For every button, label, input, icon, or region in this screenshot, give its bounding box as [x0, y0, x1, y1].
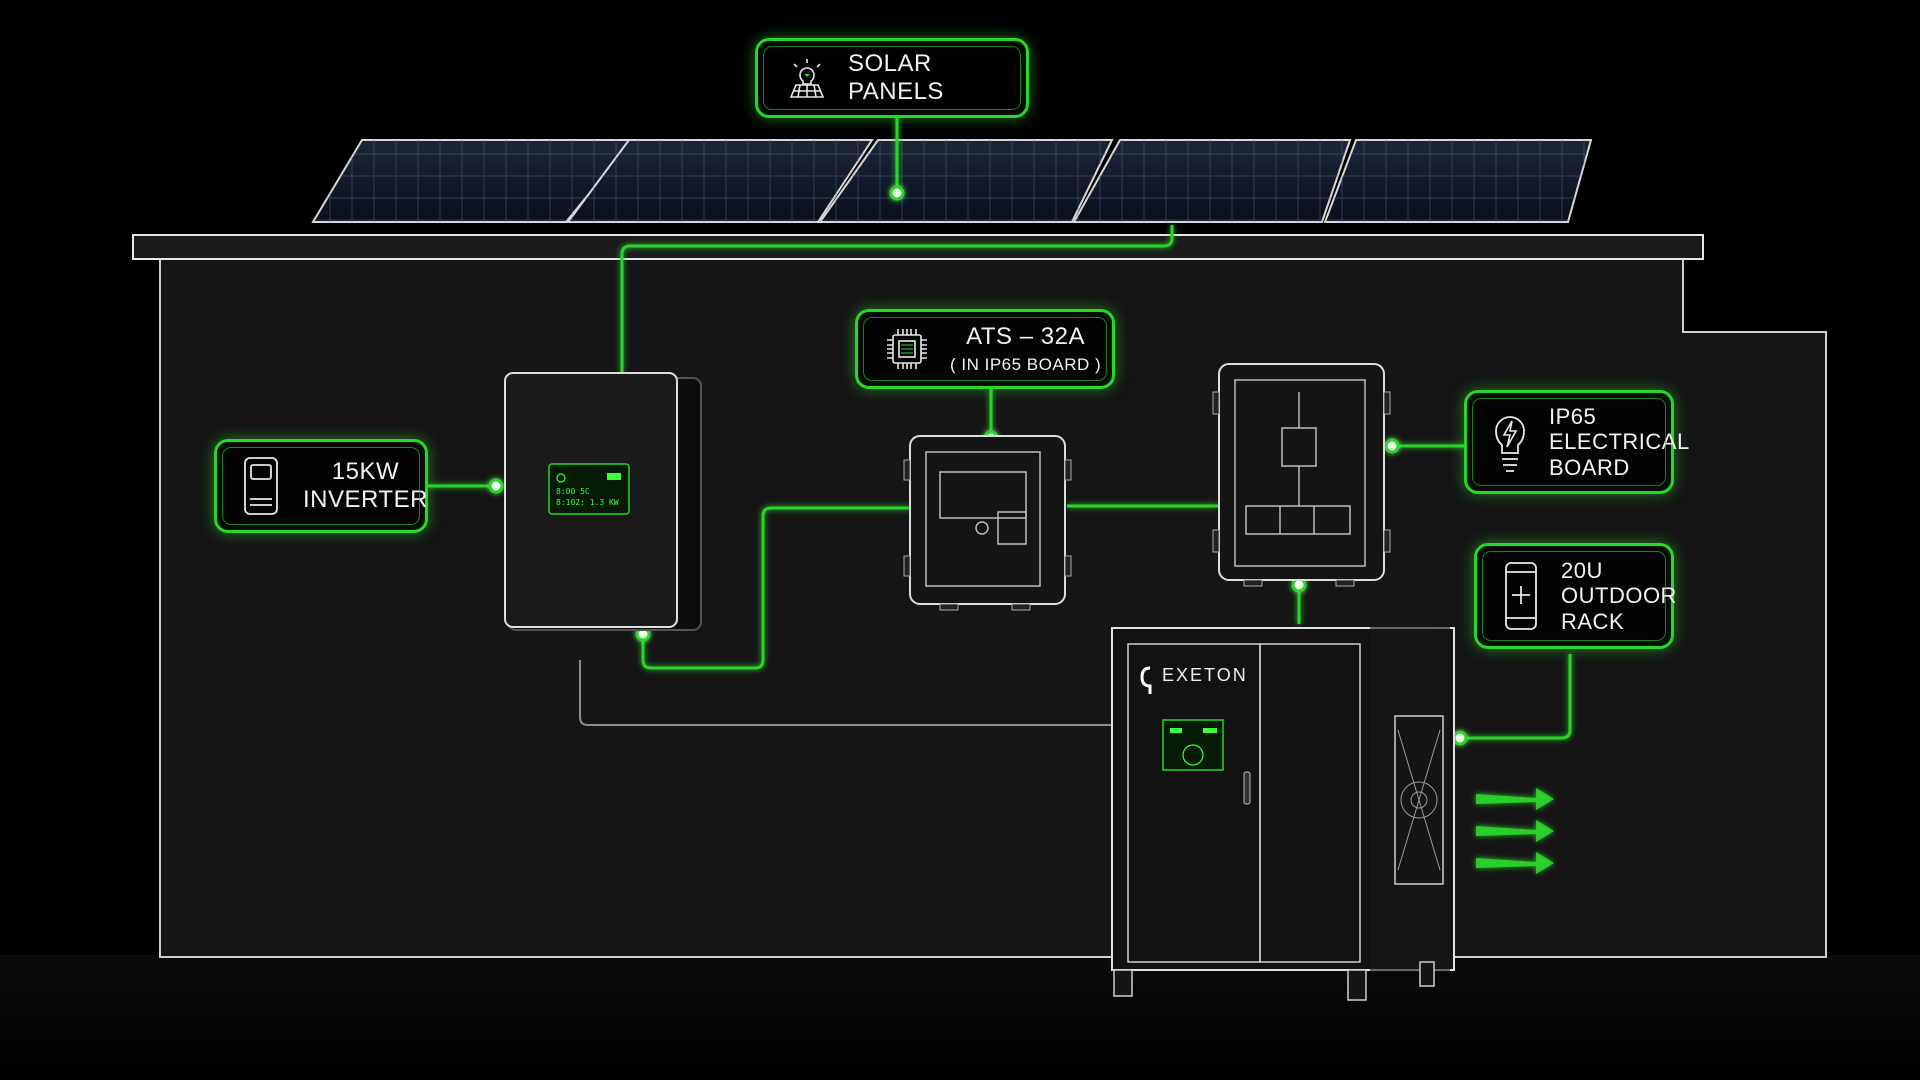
solar-to-inverter-line [620, 225, 1174, 373]
solar-bulb-icon [782, 53, 832, 103]
rack-handle [1243, 771, 1251, 805]
rack-callout-line [1460, 654, 1572, 740]
rack-brand-text: EXETON [1162, 665, 1248, 685]
airflow-arrow [1476, 852, 1554, 874]
ats-enclosure [903, 435, 1072, 611]
connection-dot [1384, 438, 1400, 454]
chip-icon [882, 324, 932, 374]
power-icon [556, 473, 566, 483]
electrical-board-label-line2: ELECTRICAL [1549, 429, 1690, 455]
solar-panels-label-text: SOLAR PANELS [848, 50, 944, 105]
inverter-to-ats-line [641, 506, 910, 670]
inverter-unit: 8:00 5C 8:102: 1.3 KW [504, 372, 702, 631]
solar-panel [1072, 139, 1352, 223]
ats-label-line1: ATS – 32A [966, 323, 1085, 351]
rack-foot [1419, 961, 1435, 987]
connection-dot [488, 478, 504, 494]
electrical-board-label-line1: IP65 [1549, 404, 1597, 430]
battery-icon [607, 473, 621, 480]
airflow-arrow [1476, 788, 1554, 810]
floor [0, 955, 1920, 1080]
rack-foot [1347, 969, 1367, 1001]
electrical-board-label: IP65 ELECTRICAL BOARD [1464, 390, 1689, 494]
inverter-screen-line1: 8:00 5C [556, 487, 590, 496]
solar-panel [818, 139, 1114, 223]
ats-label-line2: ( IN IP65 BOARD ) [950, 355, 1102, 375]
outdoor-rack-label-line2: OUTDOOR [1561, 583, 1677, 609]
solar-panel [311, 139, 636, 223]
inverter-label-line1: 15kW [331, 458, 400, 486]
airflow-arrow [1476, 820, 1554, 842]
electrical-board-label-line3: BOARD [1549, 454, 1630, 480]
outdoor-rack-label: 20U OUTDOOR RACK [1474, 543, 1677, 649]
bolt-bulb-icon [1487, 407, 1533, 477]
gray-cable [579, 660, 1112, 726]
inverter-label: 15kW INVERTER [214, 439, 428, 533]
inverter-screen-line2: 8:102: 1.3 KW [556, 498, 619, 507]
outdoor-rack-label-line1: 20U [1561, 558, 1603, 584]
inverter-device-icon [241, 454, 281, 518]
solar-panel-array [311, 139, 1593, 223]
vent-grille [1397, 729, 1441, 871]
connection-dot [889, 185, 905, 201]
outdoor-rack-label-line3: RACK [1561, 608, 1625, 634]
connection-lines [428, 117, 1572, 740]
ats-label: ATS – 32A ( IN IP65 BOARD ) [855, 309, 1115, 389]
airflow-arrows [1476, 788, 1554, 874]
connection-dot [1452, 730, 1468, 746]
solar-panel [566, 139, 874, 223]
inverter-label-line2: INVERTER [303, 486, 428, 513]
outdoor-rack-cabinet [1111, 624, 1455, 1001]
solar-panel [1323, 139, 1593, 223]
rack-foot [1113, 969, 1133, 997]
rack-door-right [1259, 643, 1361, 963]
phone-device-icon [1503, 560, 1539, 632]
solar-panels-label: SOLAR PANELS [755, 38, 1029, 118]
exeton-logo-icon [1140, 666, 1152, 694]
electrical-board-enclosure [1212, 363, 1391, 587]
